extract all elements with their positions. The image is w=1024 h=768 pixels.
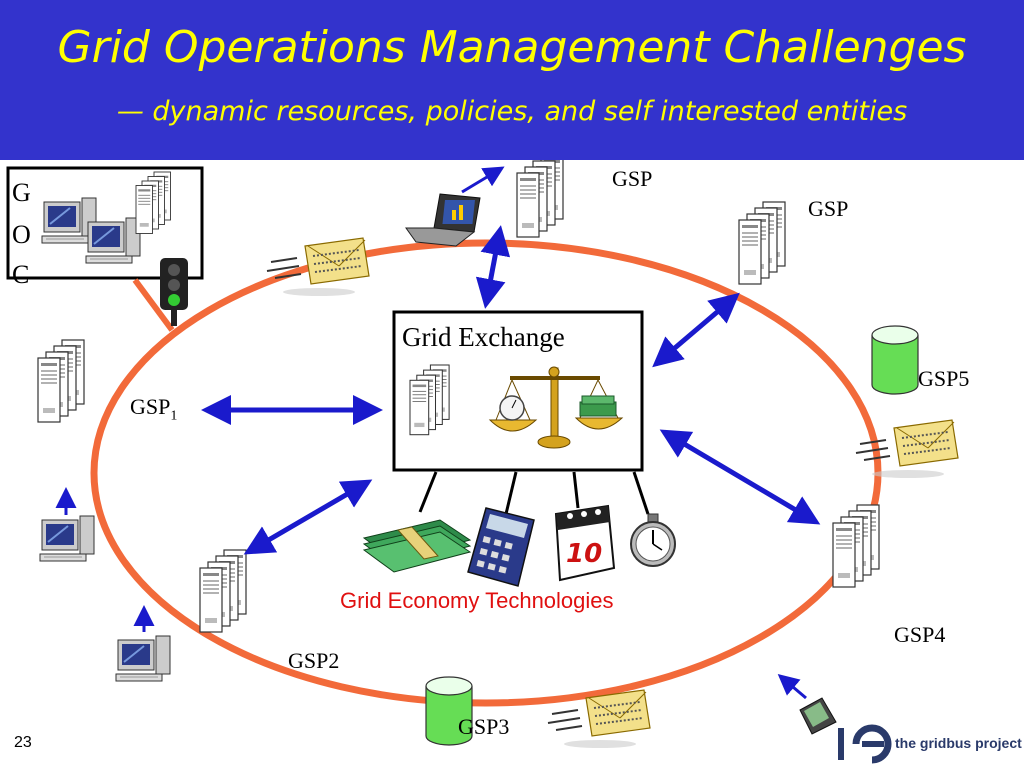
gsp4-exchange-arrow (659, 429, 821, 525)
gsp2-exchange-arrow (243, 479, 373, 555)
stopwatch-icon (630, 513, 676, 567)
gsp1-label: GSP1 (130, 394, 178, 424)
gsp4-label: GSP4 (894, 622, 946, 647)
slide-title: Grid Operations Management Challenges (57, 22, 967, 73)
balance-scale-icon (488, 366, 624, 449)
gsp5-database-icon (871, 325, 919, 395)
calendar-icon: 10 (554, 504, 616, 582)
gsp-top-right-exchange-arrow (652, 292, 740, 368)
gsp-top-right-label: GSP (808, 196, 849, 221)
gsp3-label: GSP3 (458, 714, 510, 739)
gsp-top-right-server-icon (739, 202, 785, 284)
grid-exchange-title: Grid Exchange (402, 322, 565, 352)
laptop-icon (405, 193, 481, 247)
slide-header: Grid Operations Management Challenges — … (0, 0, 1024, 160)
goc-connector (132, 278, 175, 332)
gridbus-logo-icon (838, 724, 892, 764)
money-icon (362, 519, 472, 573)
gsp-top-label: GSP (612, 166, 653, 191)
goc-pc-icon (85, 217, 141, 264)
pda-icon (799, 697, 837, 735)
gsp2-label: GSP2 (288, 648, 340, 673)
slide-subtitle: — dynamic resources, policies, and self … (116, 96, 908, 127)
traffic-light-icon (160, 258, 188, 326)
connector-line (504, 471, 518, 515)
gsp4-server-icon (833, 505, 879, 587)
connector-line (572, 471, 580, 509)
page-number: 23 (14, 734, 32, 751)
calendar-day: 10 (566, 539, 602, 569)
data-packet-icon (266, 237, 370, 297)
gsp1-client-pc-icon (39, 515, 95, 562)
connector-line (418, 471, 438, 513)
goc-letter-c: C (12, 260, 30, 289)
brand-name: the gridbus project (895, 735, 1022, 751)
pda-to-gsp4-arrow (777, 674, 807, 700)
gsp-top-server-icon (517, 155, 563, 237)
laptop-to-gsp-arrow (461, 166, 505, 194)
gsp-top-exchange-arrow (475, 225, 511, 309)
gsp2-server-icon (200, 550, 246, 632)
grid-economy-label: Grid Economy Technologies (340, 588, 614, 613)
gsp5-label: GSP5 (918, 366, 970, 391)
goc-letter-g: G (12, 178, 31, 207)
calculator-icon (467, 507, 535, 587)
gsp2-client-pc-icon (115, 635, 171, 682)
connector-line (632, 471, 650, 515)
goc-letter-o: O (12, 220, 31, 249)
gsp1-server-icon (38, 340, 84, 422)
